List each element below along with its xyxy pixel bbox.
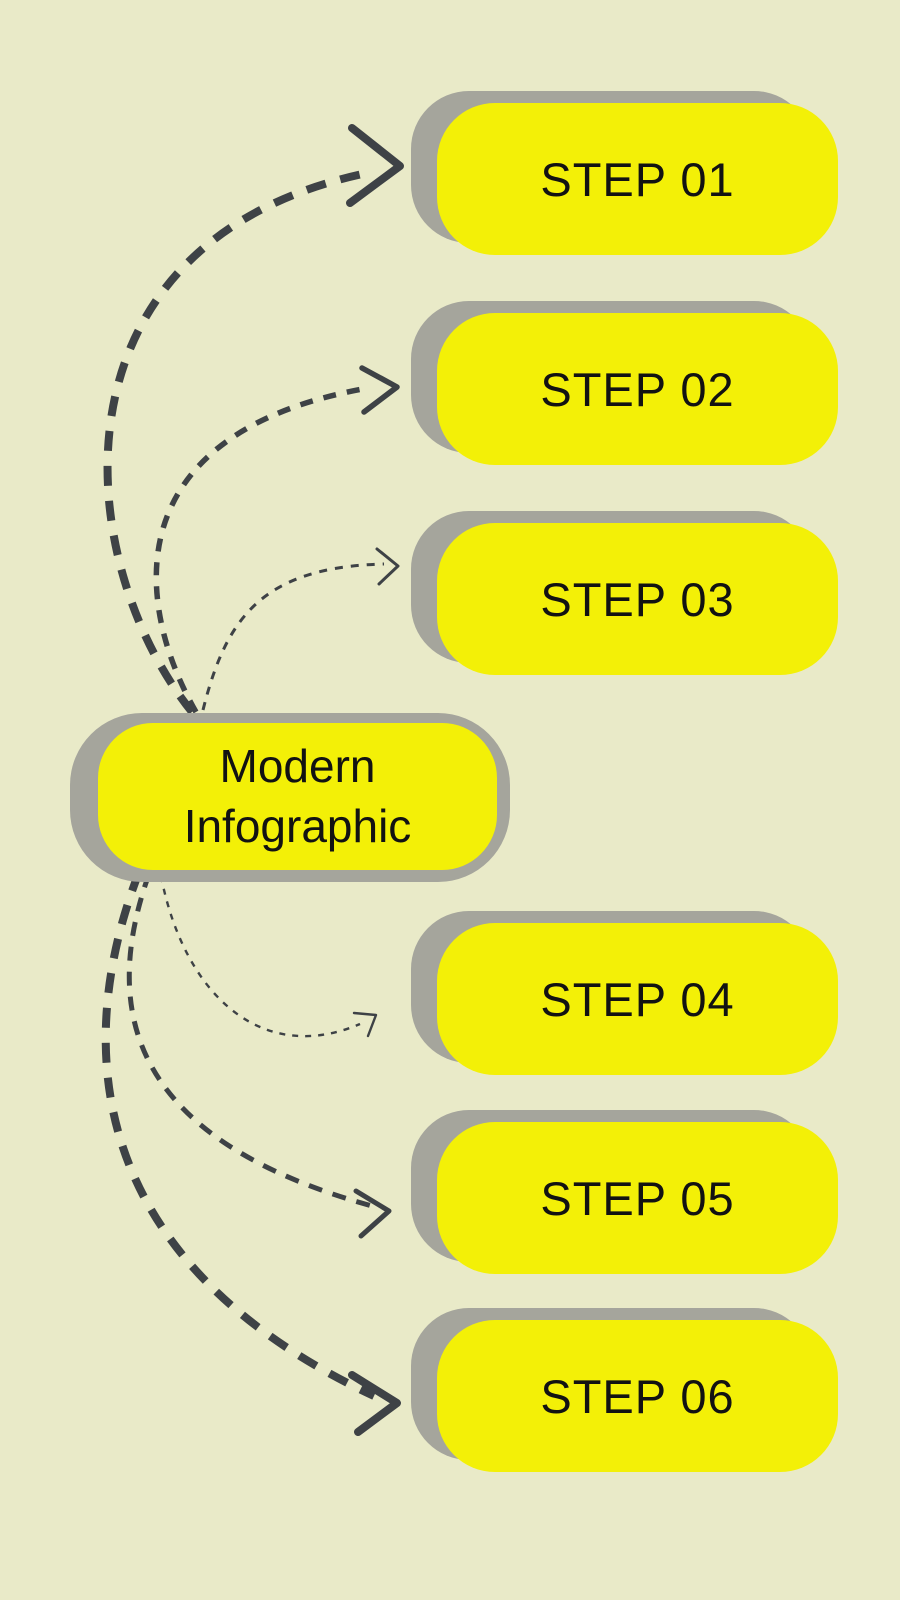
arrow-to-step-06: [101, 870, 401, 1436]
step-box-01: STEP 01: [411, 91, 838, 255]
step-box-04-face: STEP 04: [437, 923, 838, 1075]
arrow-to-step-02: [153, 365, 400, 714]
step-box-02-face: STEP 02: [437, 313, 838, 465]
arrow-to-step-04: [159, 875, 378, 1038]
step-label-03: STEP 03: [540, 572, 735, 626]
step-box-05: STEP 05: [411, 1110, 838, 1274]
arrow-to-step-05: [126, 873, 392, 1239]
step-label-02: STEP 02: [540, 362, 735, 416]
arrow-to-step-03: [201, 547, 400, 711]
step-box-02: STEP 02: [411, 301, 838, 465]
step-box-03: STEP 03: [411, 511, 838, 675]
arrow-to-step-01: [103, 124, 404, 715]
step-box-06-face: STEP 06: [437, 1320, 838, 1472]
step-box-03-face: STEP 03: [437, 523, 838, 675]
step-label-04: STEP 04: [540, 972, 735, 1026]
center-box: Modern Infographic: [70, 713, 510, 882]
step-label-05: STEP 05: [540, 1171, 735, 1225]
step-box-05-face: STEP 05: [437, 1122, 838, 1274]
center-box-face: Modern Infographic: [98, 723, 497, 870]
step-box-06: STEP 06: [411, 1308, 838, 1472]
step-box-01-face: STEP 01: [437, 103, 838, 255]
step-label-06: STEP 06: [540, 1369, 735, 1423]
step-box-04: STEP 04: [411, 911, 838, 1075]
center-title: Modern Infographic: [183, 739, 412, 852]
step-label-01: STEP 01: [540, 152, 735, 206]
